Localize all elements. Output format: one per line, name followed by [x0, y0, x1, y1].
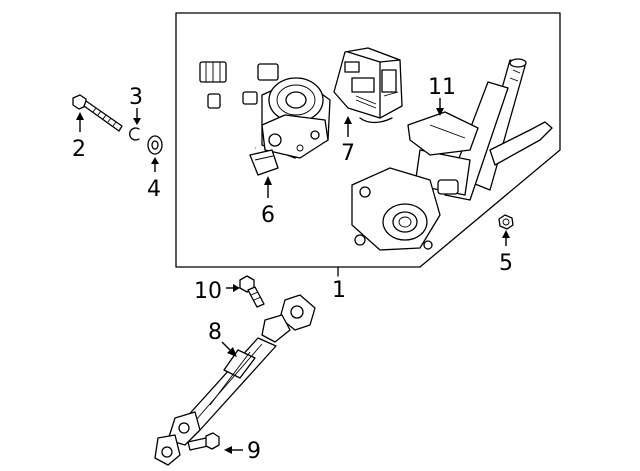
- arrow-11: [436, 98, 444, 116]
- callout-2: 2: [72, 137, 86, 162]
- bolt-part-2: [72, 94, 123, 132]
- callout-11: 11: [428, 75, 456, 100]
- arrow-6: [264, 176, 272, 198]
- washer-part-4: [147, 135, 163, 155]
- bolt-part-9: [187, 432, 220, 451]
- arrow-2: [76, 112, 84, 132]
- assembly-boundary-box: [175, 12, 561, 268]
- callout-10: 10: [194, 279, 222, 304]
- bolt-part-10: [239, 275, 265, 308]
- snap-ring-part-3: [129, 127, 140, 141]
- arrow-8: [221, 341, 237, 357]
- arrow-10: [226, 284, 240, 292]
- callout-3: 3: [129, 85, 143, 110]
- steering-column-part-11: [351, 58, 553, 251]
- nut-part-5: [498, 214, 514, 230]
- arrow-7: [344, 116, 352, 137]
- arrow-5: [502, 230, 510, 246]
- callout-1: 1: [332, 278, 346, 303]
- arrow-4: [151, 157, 159, 172]
- arrow-3: [133, 108, 141, 125]
- callout-6: 6: [261, 203, 275, 228]
- callout-7: 7: [341, 141, 355, 166]
- callout-5: 5: [499, 251, 513, 276]
- callout-8: 8: [208, 320, 222, 345]
- eps-motor-part-6: [185, 61, 331, 176]
- callout-4: 4: [147, 177, 161, 202]
- intermediate-shaft-part-8: [154, 294, 316, 466]
- callout-9: 9: [247, 439, 261, 464]
- control-module-part-7: [333, 47, 403, 124]
- arrow-9: [224, 446, 243, 454]
